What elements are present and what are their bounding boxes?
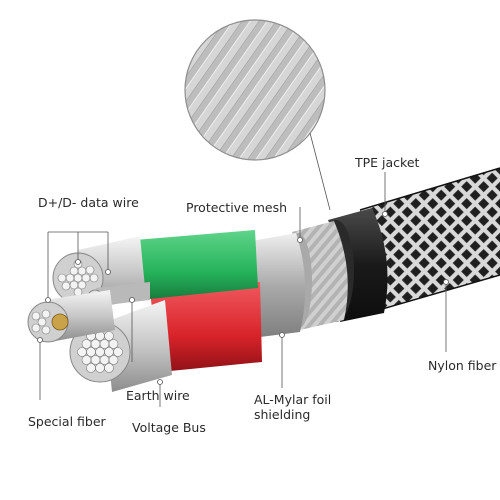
- label-earth-wire: Earth wire: [126, 388, 190, 403]
- nylon-braid-jacket: [359, 167, 500, 313]
- label-special-fiber: Special fiber: [28, 414, 106, 429]
- red-voltage-bus-wire: [69, 282, 262, 392]
- special-fiber-wire: [27, 290, 115, 343]
- label-tpe-jacket: TPE jacket: [355, 155, 420, 170]
- magnified-mesh-inset: [184, 19, 331, 211]
- label-al-mylar-line2: shielding: [254, 407, 311, 422]
- leader-lines: [39, 172, 447, 407]
- label-al-mylar-line1: AL-Mylar foil: [254, 392, 332, 407]
- inset-connector-line: [309, 132, 331, 211]
- label-nylon-fiber: Nylon fiber: [428, 358, 497, 373]
- label-protective-mesh: Protective mesh: [186, 200, 288, 215]
- label-data-wire: D+/D- data wire: [38, 195, 139, 210]
- label-voltage-bus: Voltage Bus: [132, 420, 206, 435]
